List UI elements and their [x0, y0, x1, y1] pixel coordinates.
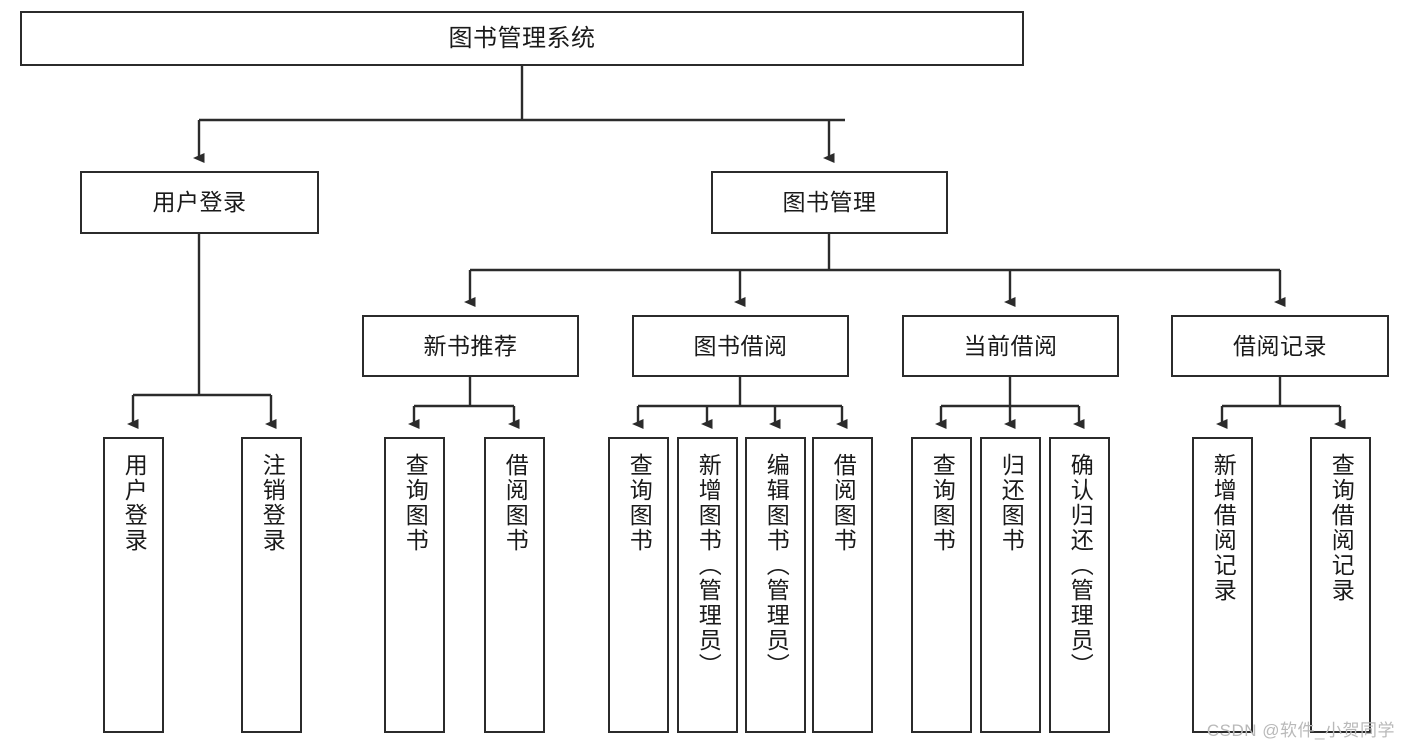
node-label: 注销登录	[259, 453, 286, 553]
node-leaf-edit-book[interactable]: 编辑图书（管理员）	[745, 437, 806, 733]
node-label: 用户登录	[121, 453, 148, 553]
node-borrow-record[interactable]: 借阅记录	[1171, 315, 1389, 377]
node-user-login[interactable]: 用户登录	[80, 171, 319, 234]
node-leaf-return-book[interactable]: 归还图书	[980, 437, 1041, 733]
node-label: 图书借阅	[693, 332, 788, 359]
node-leaf-add-record[interactable]: 新增借阅记录	[1192, 437, 1253, 733]
node-leaf-query-book-2[interactable]: 查询图书	[608, 437, 669, 733]
node-label: 借阅记录	[1233, 332, 1327, 359]
node-leaf-query-book-3[interactable]: 查询图书	[911, 437, 972, 733]
node-label: 用户登录	[152, 189, 247, 216]
node-leaf-borrow-book-2[interactable]: 借阅图书	[812, 437, 873, 733]
node-label: 查询借阅记录	[1328, 453, 1355, 603]
csdn-watermark: CSDN @软件_小贺同学	[1206, 721, 1395, 740]
node-label: 新增借阅记录	[1210, 453, 1237, 603]
node-leaf-query-record[interactable]: 查询借阅记录	[1310, 437, 1371, 733]
node-leaf-query-book-1[interactable]: 查询图书	[384, 437, 445, 733]
node-label: 查询图书	[929, 453, 956, 553]
node-leaf-add-book[interactable]: 新增图书（管理员）	[677, 437, 738, 733]
node-label: 查询图书	[626, 453, 653, 553]
node-new-book-recommend[interactable]: 新书推荐	[362, 315, 579, 377]
node-label: 归还图书	[998, 453, 1025, 553]
node-label: 图书管理	[782, 189, 877, 216]
node-book-borrow[interactable]: 图书借阅	[632, 315, 849, 377]
node-label: 确认归还（管理员）	[1067, 453, 1094, 678]
node-leaf-borrow-book-1[interactable]: 借阅图书	[484, 437, 545, 733]
node-book-management-system[interactable]: 图书管理系统	[20, 11, 1024, 66]
node-leaf-confirm-return[interactable]: 确认归还（管理员）	[1049, 437, 1110, 733]
node-leaf-logout-login[interactable]: 注销登录	[241, 437, 302, 733]
node-label: 图书管理系统	[448, 24, 596, 52]
node-label: 借阅图书	[502, 453, 529, 553]
node-label: 借阅图书	[830, 453, 857, 553]
node-label: 查询图书	[402, 453, 429, 553]
node-current-borrow[interactable]: 当前借阅	[902, 315, 1119, 377]
node-label: 新增图书（管理员）	[695, 453, 722, 678]
node-label: 编辑图书（管理员）	[763, 453, 790, 678]
node-label: 新书推荐	[423, 332, 518, 359]
node-book-management[interactable]: 图书管理	[711, 171, 948, 234]
node-label: 当前借阅	[963, 332, 1058, 359]
node-leaf-user-login[interactable]: 用户登录	[103, 437, 164, 733]
